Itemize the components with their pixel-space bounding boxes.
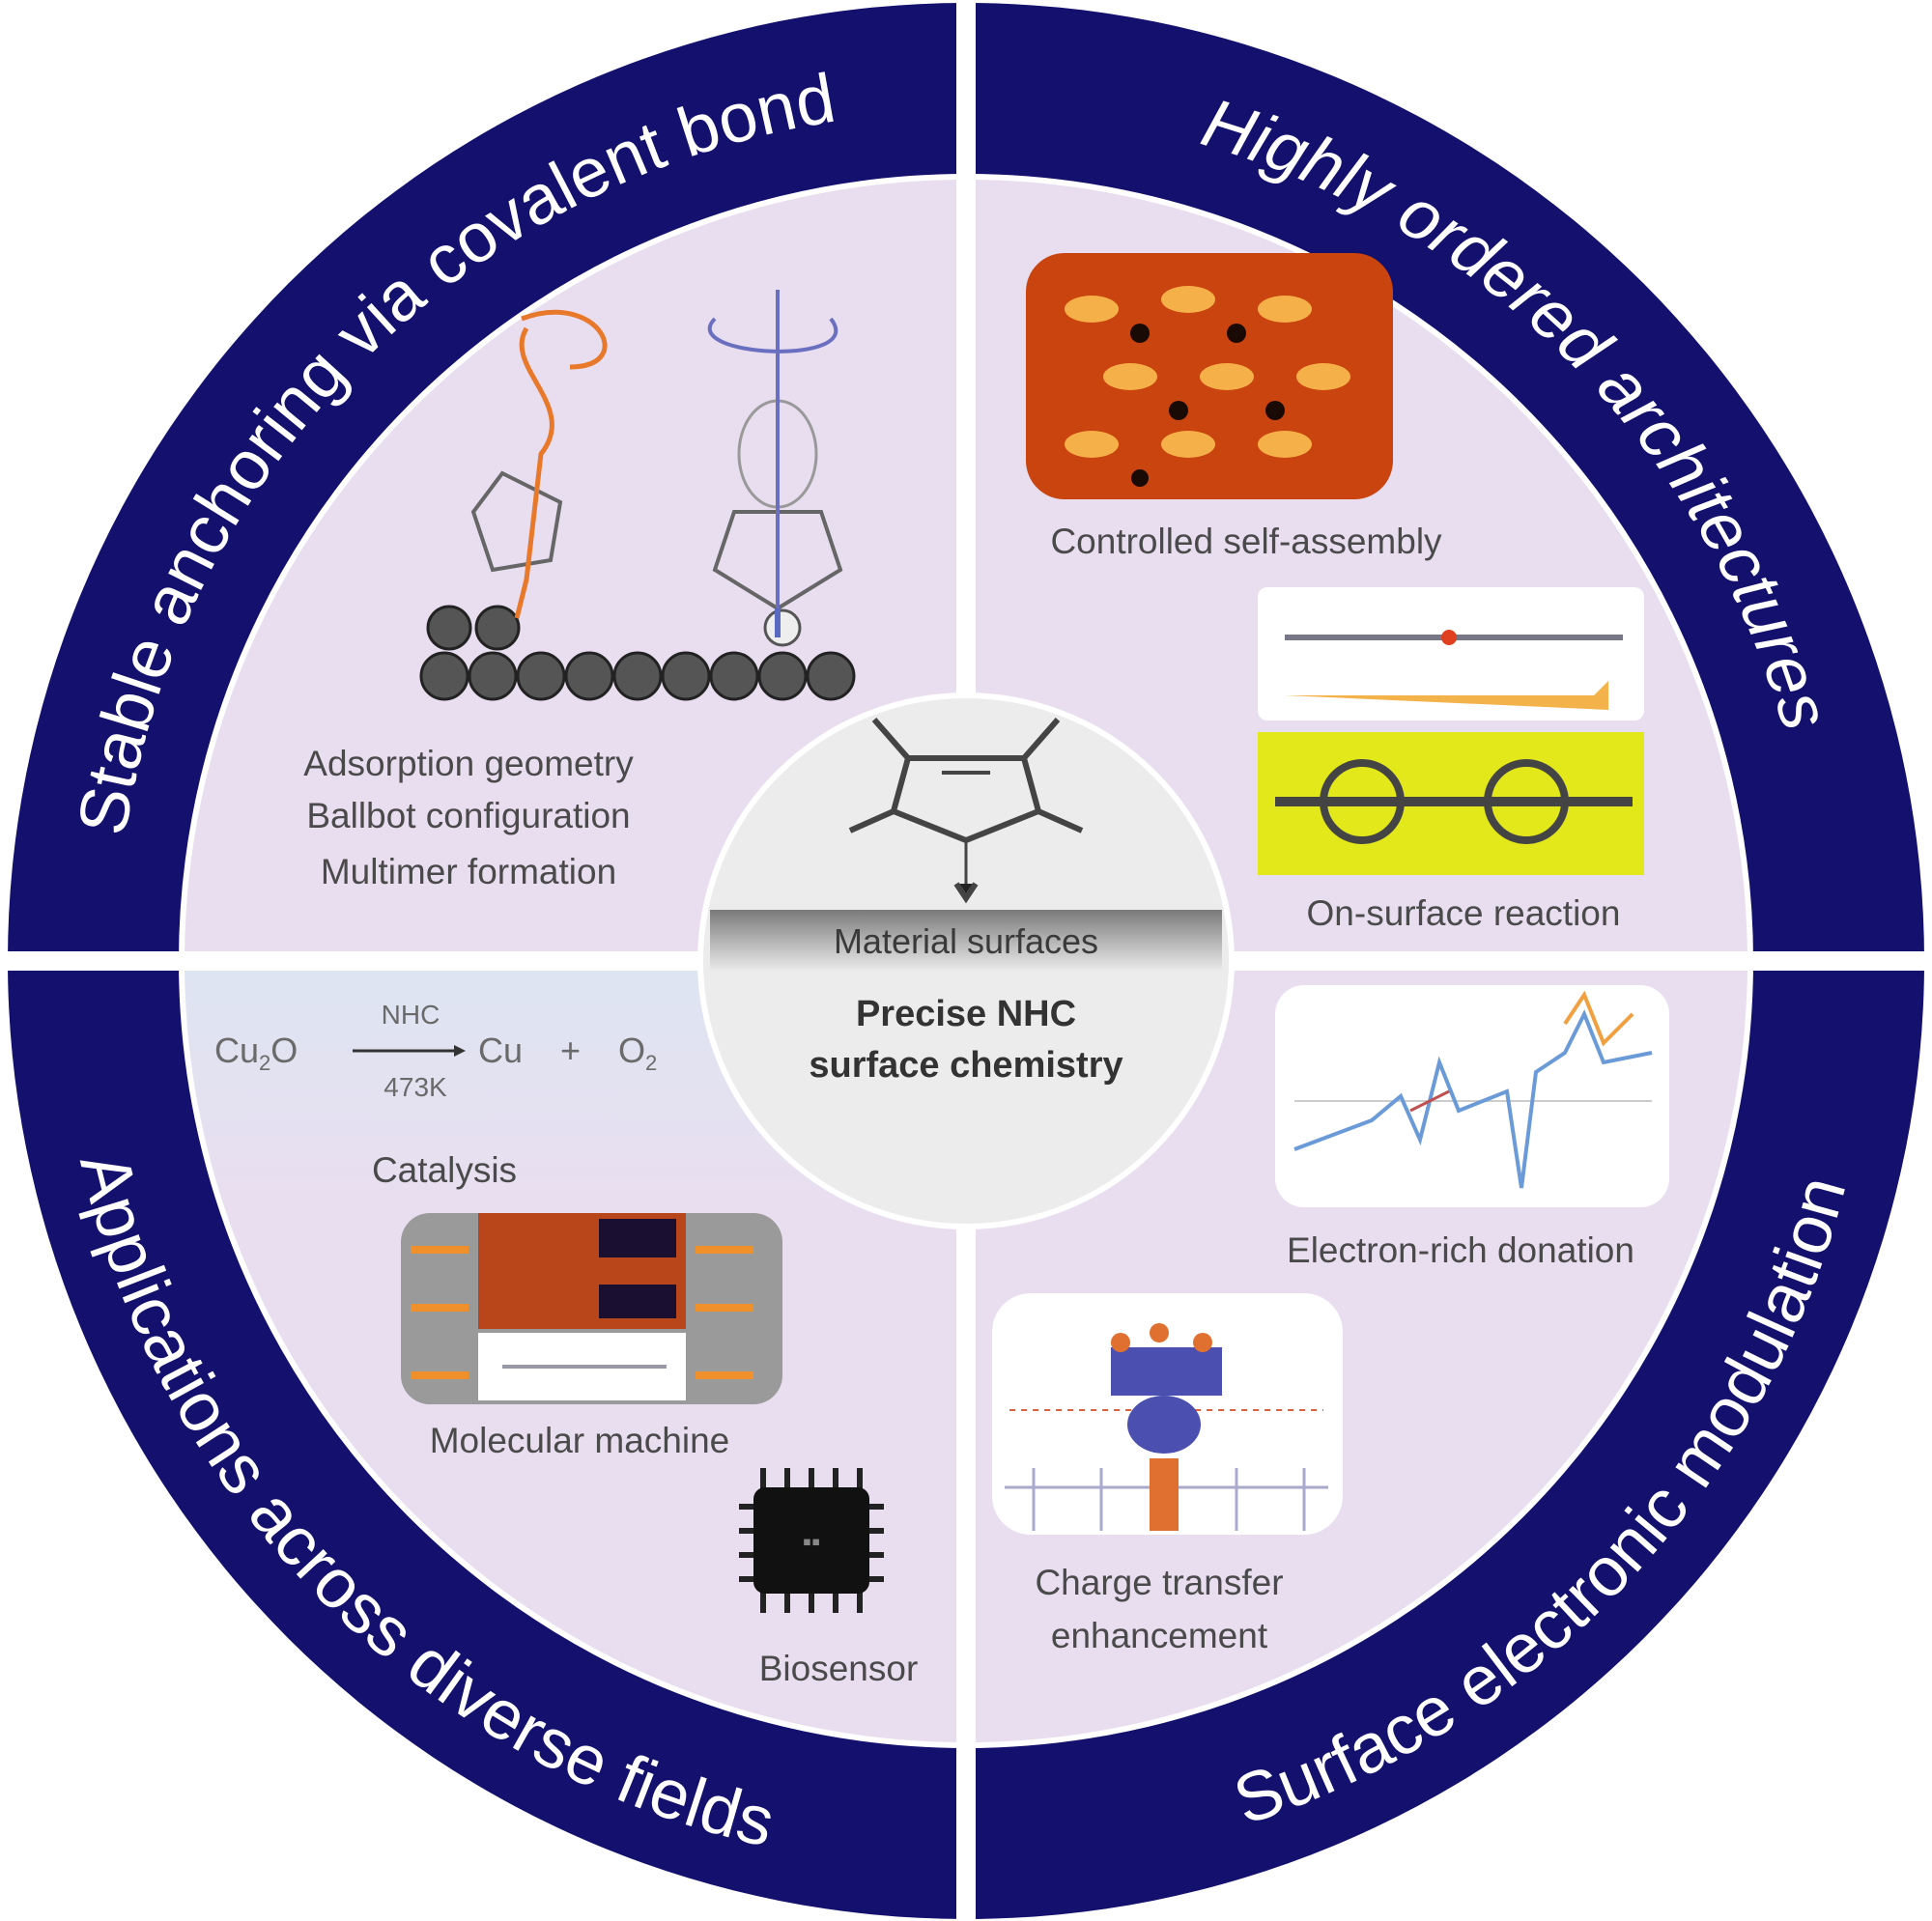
label-molecular-machine: Molecular machine: [430, 1421, 730, 1460]
svg-text:Cu2O: Cu2O: [214, 1031, 298, 1075]
material-surfaces-label: Material surfaces: [834, 921, 1098, 961]
molecular-machine-image: [401, 1213, 782, 1404]
center-title-line2: surface chemistry: [809, 1045, 1122, 1086]
biosensor-chip-icon: ▪▪: [739, 1468, 884, 1613]
label-multimer-formation: Multimer formation: [321, 852, 616, 891]
svg-text:Cu: Cu: [478, 1031, 523, 1070]
nhc-adsorption-illustration: [419, 290, 856, 701]
charge-transfer-image: [992, 1293, 1343, 1535]
label-ballbot-configuration: Ballbot configuration: [306, 796, 630, 835]
label-controlled-self-assembly: Controlled self-assembly: [1050, 522, 1442, 561]
nhc-molecule-icon: [848, 718, 1084, 904]
svg-text:O2: O2: [618, 1031, 657, 1075]
svg-text:NHC: NHC: [382, 1000, 440, 1030]
svg-text:473K: 473K: [384, 1072, 447, 1102]
label-enhancement: enhancement: [1051, 1616, 1268, 1655]
material-surface-bar: [710, 910, 1222, 970]
label-charge-transfer: Charge transfer: [1035, 1563, 1283, 1602]
svg-text:▪▪: ▪▪: [803, 1527, 820, 1556]
center-title-line1: Precise NHC: [856, 994, 1076, 1034]
label-adsorption-geometry: Adsorption geometry: [303, 744, 634, 783]
on-surface-reaction-image: [1258, 587, 1644, 875]
label-on-surface-reaction: On-surface reaction: [1307, 893, 1621, 933]
label-biosensor: Biosensor: [759, 1649, 919, 1688]
electron-donation-spectrum-image: [1275, 985, 1669, 1207]
svg-text:+: +: [560, 1031, 581, 1070]
catalysis-equation: Cu2O NHC 473K Cu + O2: [214, 1000, 657, 1102]
label-catalysis: Catalysis: [372, 1150, 517, 1190]
label-electron-rich-donation: Electron-rich donation: [1287, 1230, 1634, 1270]
stm-self-assembly-image: [1026, 253, 1393, 499]
